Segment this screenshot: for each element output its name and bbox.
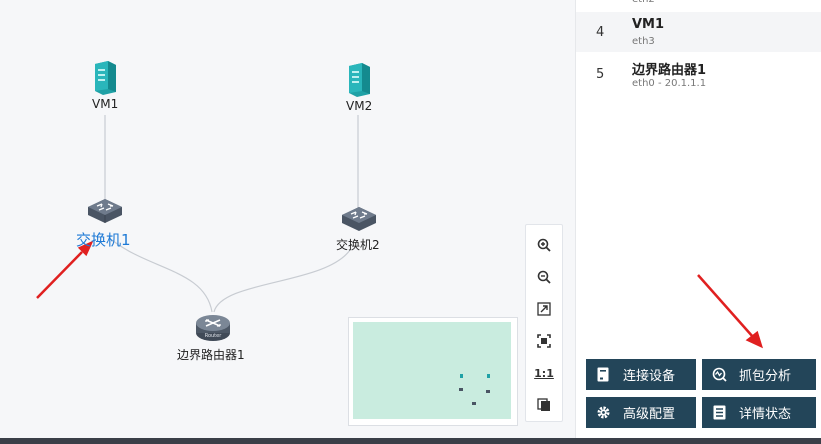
packet-capture-button[interactable]: 抓包分析 [702,359,816,390]
minimap[interactable] [348,317,518,426]
node-router1[interactable]: Router [195,313,231,343]
advanced-config-label: 高级配置 [623,407,676,422]
switch-icon [342,207,376,231]
node-label-vm1: VM1 [92,97,119,111]
packet-capture-label: 抓包分析 [739,369,792,384]
device-icon [595,367,611,383]
actual-size-button[interactable]: 1:1 [526,359,562,387]
node-label-switch1: 交换机1 [76,231,131,249]
row-index: 4 [596,25,605,40]
fit-screen-button[interactable] [526,295,562,323]
connect-device-button[interactable]: 连接设备 [586,359,696,390]
link-switch1-router1 [111,239,213,313]
node-vm1[interactable] [92,60,118,96]
advanced-config-button[interactable]: 高级配置 [586,397,696,428]
link-switch2-router1 [213,249,351,313]
layer-button[interactable] [526,391,562,419]
router-badge: Router [204,333,222,339]
node-label-switch2: 交换机2 [336,238,380,252]
list-item[interactable]: 4 VM1 eth3 [576,12,821,52]
node-switch2[interactable] [340,204,378,234]
row-interface: eth3 [632,36,655,47]
node-vm2[interactable] [346,62,372,98]
minimap-nodes [459,374,490,405]
zoom-in-icon [537,238,551,252]
detail-status-button[interactable]: 详情状态 [702,397,816,428]
list-item[interactable]: 5 边界路由器1 eth0 - 20.1.1.1 [576,54,821,94]
router-icon [196,315,230,341]
side-panel: eth2 4 VM1 eth3 5 边界路由器1 eth0 - 20.1.1.1… [575,0,821,438]
zoom-out-icon [537,270,551,284]
minimap-viewport [353,322,511,419]
server-icon [95,61,116,95]
row-interface: eth0 - 20.1.1.1 [632,78,707,89]
zoom-toolbar: 1:1 [525,224,563,422]
node-label-router1: 边界路由器1 [177,348,245,362]
detail-list-icon [711,405,727,421]
row-index: 5 [596,67,605,82]
fullscreen-button[interactable] [526,327,562,355]
node-switch1[interactable] [86,196,124,226]
fit-screen-icon [537,302,551,316]
annotation-arrow-switch [36,240,94,299]
list-item-partial: eth2 [632,0,655,5]
server-icon [349,63,370,97]
node-label-vm2: VM2 [346,99,373,113]
actual-size-label: 1:1 [534,366,554,380]
row-device-name: VM1 [632,17,665,32]
bottom-bar [0,438,821,444]
switch-icon [88,199,122,223]
row-device-name: 边界路由器1 [632,63,707,78]
connect-device-label: 连接设备 [623,369,676,384]
topology-links [36,115,359,313]
layer-icon [537,398,550,411]
gear-icon [595,405,611,421]
detail-status-label: 详情状态 [739,407,792,422]
topology-canvas[interactable]: VM1 VM2 交换机1 交换机2 [0,0,575,438]
capture-icon [711,367,727,383]
fullscreen-icon [537,334,551,348]
zoom-in-button[interactable] [526,231,562,259]
zoom-out-button[interactable] [526,263,562,291]
